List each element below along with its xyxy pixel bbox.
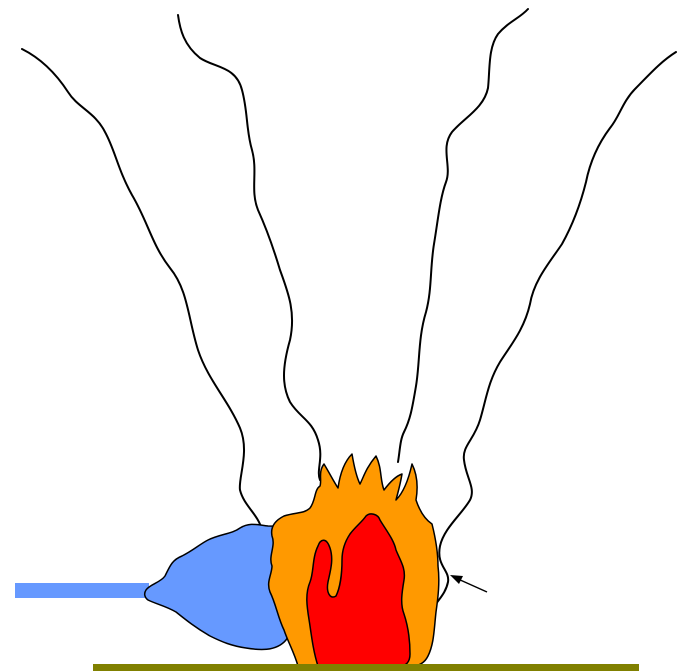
plume-line-outer-left (22, 49, 270, 560)
fuel-pipe (15, 583, 149, 598)
plume-line-inner-left (178, 15, 320, 480)
ground-line (93, 664, 639, 671)
arrow-shaft (458, 579, 487, 592)
plume-line-inner-right (398, 9, 528, 462)
arrow-head-icon (450, 575, 463, 584)
plume-line-outer-right (436, 52, 676, 604)
annotation-arrow (450, 575, 487, 592)
